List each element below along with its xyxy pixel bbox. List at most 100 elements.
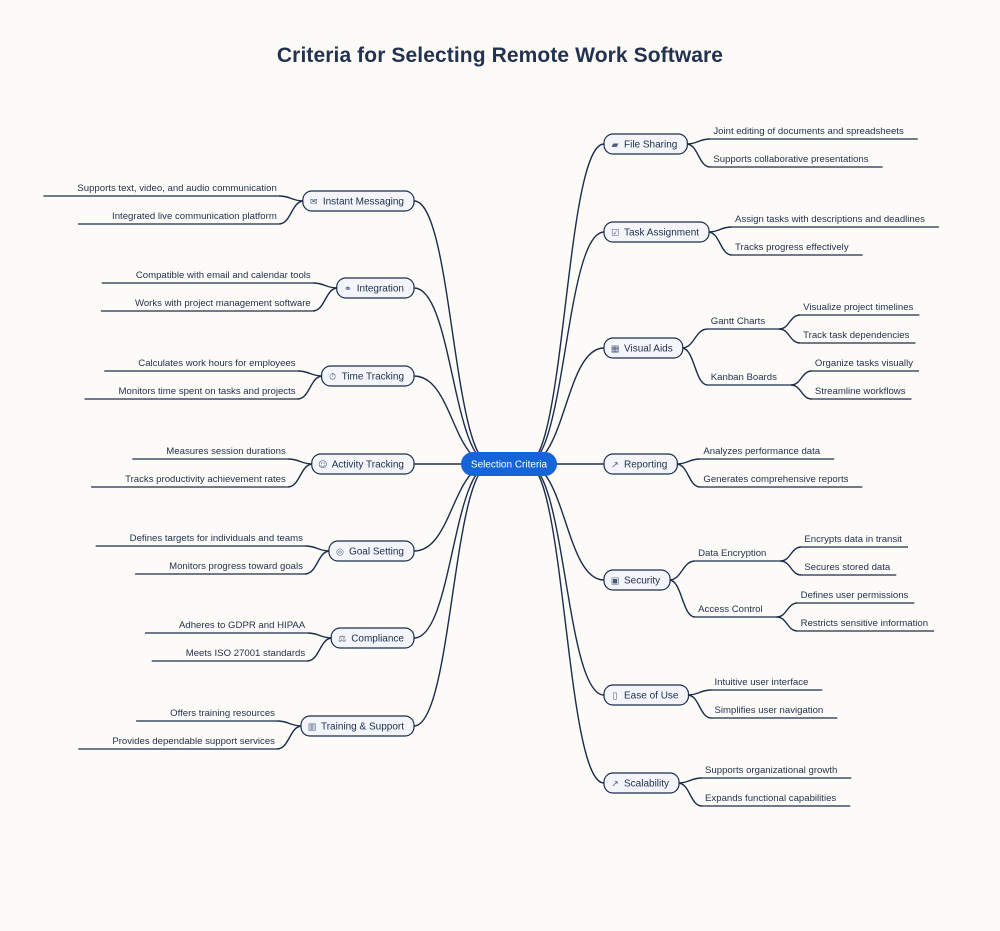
edge-meets-iso-27001-standards [307, 637, 333, 662]
root-node-label: Selection Criteria [471, 460, 548, 471]
branch-file-sharing[interactable]: ▰File Sharing [603, 133, 688, 155]
edge-root-integration [413, 287, 492, 465]
branch-training-support-label: Training & Support [321, 722, 404, 733]
leaf-visualize-project-timelines-label: Visualize project timelines [803, 302, 913, 313]
branch-task-assignment-box [603, 221, 710, 243]
edge-tracks-progress-effectively [707, 231, 733, 256]
leaf-monitors-progress-toward-goals: Monitors progress toward goals [135, 561, 305, 575]
leaf-tracks-progress-effectively: Tracks progress effectively [732, 242, 863, 256]
branch-reporting-label: Reporting [624, 460, 667, 471]
books-icon: ▥ [308, 723, 317, 733]
bar-chart-icon: ▦ [611, 345, 620, 355]
leaf-simplifies-user-navigation: Simplifies user navigation [711, 705, 838, 719]
edge-defines-targets-for-individuals-and-teams [304, 545, 330, 552]
leaf-restricts-sensitive-information: Restricts sensitive information [797, 618, 935, 632]
branch-task-assignment[interactable]: ☑Task Assignment [603, 221, 710, 243]
leaf-monitors-time-spent-on-tasks-and-projects-label: Monitors time spent on tasks and project… [119, 386, 296, 397]
branch-instant-messaging-label: Instant Messaging [323, 197, 404, 208]
edge-integrated-live-communication-platform [278, 200, 304, 225]
leaf-expands-functional-capabilities: Expands functional capabilities [702, 793, 851, 807]
branch-goal-setting[interactable]: ◎Goal Setting [328, 540, 415, 562]
leaf-joint-editing-of-documents-and-spreadsheets-label: Joint editing of documents and spreadshe… [713, 126, 904, 137]
branch-goal-setting-label: Goal Setting [349, 547, 404, 558]
leaf-joint-editing-of-documents-and-spreadsheets: Joint editing of documents and spreadshe… [710, 126, 918, 140]
branch-scalability-box [603, 772, 680, 794]
leaf-track-task-dependencies-label: Track task dependencies [803, 330, 910, 341]
sub-access-control: Access Control [695, 604, 777, 618]
branch-scalability[interactable]: ↗Scalability [603, 772, 680, 794]
branch-integration-box [336, 277, 415, 299]
leaf-expands-functional-capabilities-label: Expands functional capabilities [705, 793, 836, 804]
checkbox-icon: ☑ [611, 229, 619, 239]
edge-streamline-workflows [790, 384, 812, 400]
branch-time-tracking[interactable]: ⏱Time Tracking [320, 365, 415, 387]
branch-goal-setting-box [328, 540, 415, 562]
edge-root-task-assignment [526, 231, 605, 465]
leaf-organize-tasks-visually-label: Organize tasks visually [815, 358, 913, 369]
branch-ease-of-use-label: Ease of Use [624, 691, 679, 702]
leaf-visualize-project-timelines: Visualize project timelines [800, 302, 920, 316]
branch-file-sharing-box [603, 133, 688, 155]
edge-simplifies-user-navigation [687, 694, 712, 719]
growth-chart-icon: ↗ [611, 780, 619, 790]
edge-root-visual-aids [526, 347, 605, 465]
edge-kanban-boards [681, 347, 708, 386]
leaf-supports-collaborative-presentations-label: Supports collaborative presentations [713, 154, 868, 165]
edge-tracks-productivity-achievement-rates [287, 463, 313, 488]
edge-root-security [526, 463, 605, 581]
branch-compliance-label: Compliance [351, 634, 404, 645]
branch-visual-aids[interactable]: ▦ Visual Aids [603, 337, 684, 359]
branch-compliance[interactable]: ⚖Compliance [330, 627, 415, 649]
edge-supports-text-video-and-audio-communication [278, 195, 304, 202]
leaf-analyzes-performance-data: Analyzes performance data [700, 446, 835, 460]
leaf-secures-stored-data: Secures stored data [801, 562, 897, 576]
leaf-assign-tasks-with-descriptions-and-deadlines: Assign tasks with descriptions and deadl… [732, 214, 939, 228]
leaf-monitors-time-spent-on-tasks-and-projects: Monitors time spent on tasks and project… [84, 386, 298, 400]
branch-security-box [603, 569, 671, 591]
edge-encrypts-data-in-transit [780, 546, 802, 562]
edge-provides-dependable-support-services [276, 725, 303, 750]
edge-analyzes-performance-data [676, 458, 701, 465]
leaf-measures-session-durations-label: Measures session durations [166, 446, 286, 457]
leaf-integrated-live-communication-platform: Integrated live communication platform [78, 211, 279, 225]
branch-integration[interactable]: ⚭Integration [336, 277, 415, 299]
lock-icon: ▣ [611, 577, 620, 587]
edge-expands-functional-capabilities [677, 782, 703, 807]
leaf-supports-text-video-and-audio-communication-label: Supports text, video, and audio communic… [77, 183, 276, 194]
branch-instant-messaging-box [302, 190, 415, 212]
edge-visualize-project-timelines [779, 314, 801, 330]
leaf-defines-targets-for-individuals-and-teams: Defines targets for individuals and team… [95, 533, 305, 547]
edge-joint-editing-of-documents-and-spreadsheets [686, 138, 711, 145]
leaf-calculates-work-hours-for-employees-label: Calculates work hours for employees [138, 358, 296, 369]
leaf-compatible-with-email-and-calendar-tools-label: Compatible with email and calendar tools [136, 270, 311, 281]
branch-security-label: Security [624, 576, 660, 587]
leaf-tracks-productivity-achievement-rates: Tracks productivity achievement rates [91, 474, 288, 488]
branch-time-tracking-label: Time Tracking [342, 372, 404, 383]
leaf-assign-tasks-with-descriptions-and-deadlines-label: Assign tasks with descriptions and deadl… [735, 214, 925, 225]
edge-supports-collaborative-presentations [686, 143, 711, 168]
leaf-intuitive-user-interface-label: Intuitive user interface [714, 677, 808, 688]
sub-kanban-boards-label: Kanban Boards [711, 372, 777, 383]
branch-security[interactable]: ▣ Security [603, 569, 671, 591]
branch-training-support[interactable]: ▥ Training & Support [300, 715, 415, 737]
edge-root-training-support [413, 463, 492, 727]
branch-activity-tracking[interactable]: ☺Activity Tracking [311, 453, 415, 475]
leaf-works-with-project-management-software-label: Works with project management software [135, 298, 311, 309]
edge-organize-tasks-visually [790, 370, 812, 386]
trend-chart-icon: ↗ [611, 461, 619, 471]
branch-visual-aids-label: Visual Aids [624, 344, 673, 355]
edge-measures-session-durations [287, 458, 313, 465]
branch-instant-messaging[interactable]: ✉Instant Messaging [302, 190, 415, 212]
branch-training-support-box [300, 715, 415, 737]
leaf-compatible-with-email-and-calendar-tools: Compatible with email and calendar tools [101, 270, 313, 284]
branch-reporting[interactable]: ↗ Reporting [603, 453, 678, 475]
edge-root-instant-messaging [413, 200, 492, 465]
edge-root-ease-of-use [526, 463, 605, 696]
branch-ease-of-use[interactable]: ▯Ease of Use [603, 684, 690, 706]
leaf-offers-training-resources-label: Offers training resources [170, 708, 275, 719]
root-node[interactable]: Selection Criteria [461, 452, 557, 476]
leaf-adheres-to-gdpr-and-hipaa: Adheres to GDPR and HIPAA [144, 620, 308, 634]
leaf-encrypts-data-in-transit: Encrypts data in transit [801, 534, 908, 548]
leaf-intuitive-user-interface: Intuitive user interface [711, 677, 823, 691]
